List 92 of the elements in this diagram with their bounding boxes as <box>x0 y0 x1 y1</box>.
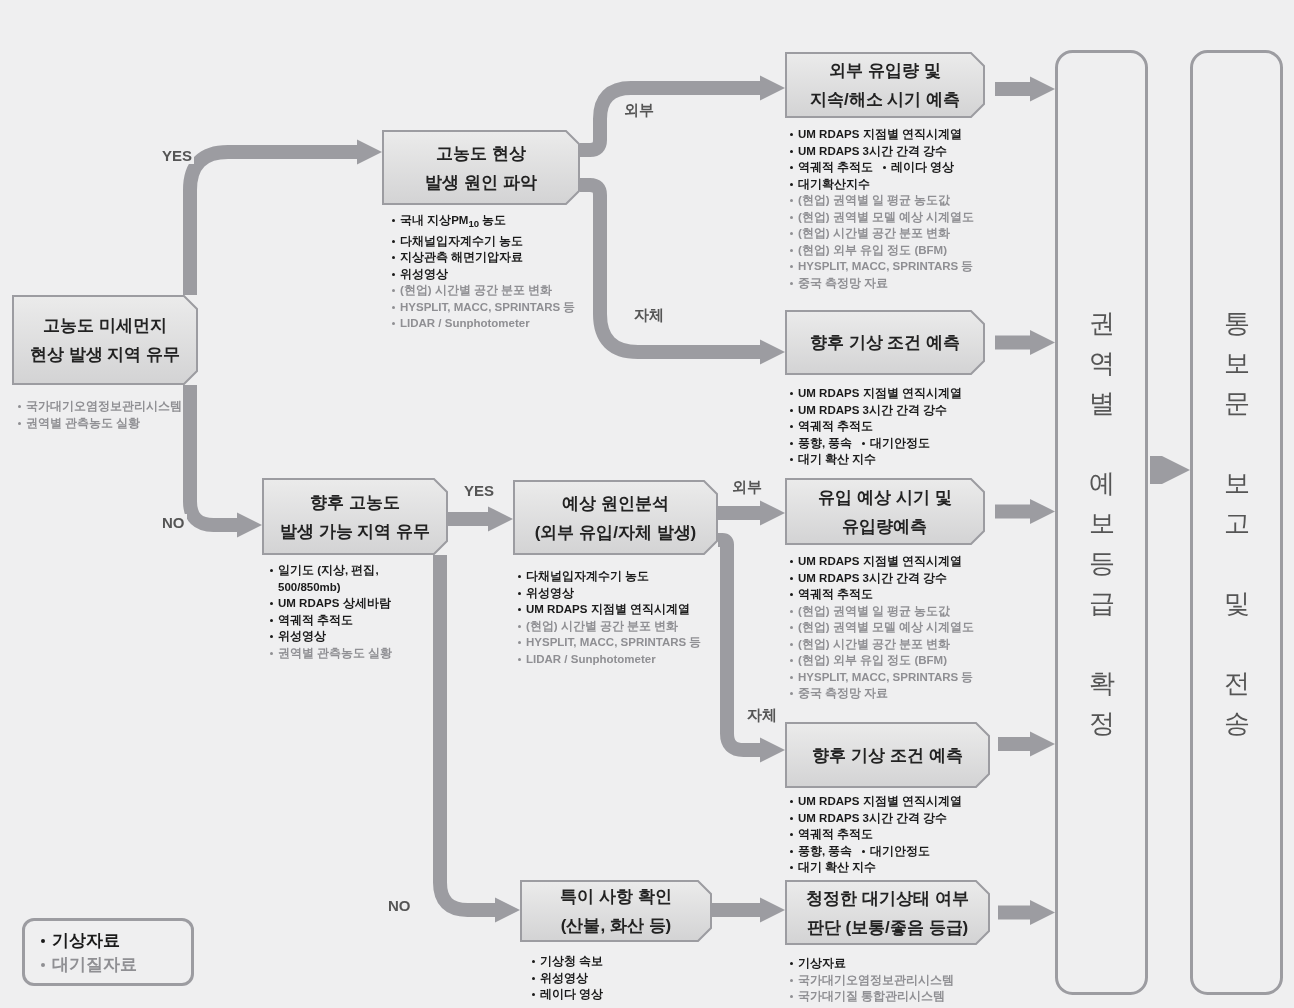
list-item: 위성영상 <box>392 265 448 283</box>
list-item: 위성영상 <box>532 969 588 986</box>
list-item: 다채널입자계수기 농도 <box>392 232 524 250</box>
list-item: (현업) 권역별 모델 예상 시계열도 <box>790 619 975 636</box>
list-item: 대기 확산 지수 <box>790 451 877 468</box>
list-item: 대기확산지수 <box>790 175 870 192</box>
process-box: 예상 원인분석 (외부 유입/자체 발생) <box>513 480 718 555</box>
list-item: 대기안정도 <box>862 842 931 859</box>
process-box: 특이 사항 확인 (산불, 화산 등) <box>520 880 712 942</box>
list-item: UM RDAPS 3시간 간격 강수 <box>790 401 948 418</box>
stage-panel: 통보문 보고 및 전송 <box>1190 50 1283 995</box>
list-item: 위성영상 <box>270 628 326 645</box>
list-item: UM RDAPS 지점별 연직시계열 <box>790 385 962 402</box>
list-item: 권역별 관측농도 실황 <box>18 414 141 431</box>
process-box: 향후 기상 조건 예측 <box>785 722 990 788</box>
list-item: LIDAR / Sunphotometer <box>392 315 530 332</box>
list-item: (현업) 권역별 일 평균 농도값 <box>790 192 951 209</box>
list-item: (현업) 시간별 공간 분포 변화 <box>790 225 951 242</box>
list-item: 국가대기질 통합관리시스템 <box>790 988 946 1005</box>
list-item: HYSPLIT, MACC, SPRINTARS 등 <box>392 298 576 316</box>
list-item: UM RDAPS 지점별 연직시계열 <box>518 601 690 618</box>
list-item: HYSPLIT, MACC, SPRINTARS 등 <box>790 258 974 275</box>
arrow <box>715 533 786 763</box>
list-item: (현업) 외부 유입 정도 (BFM) <box>790 652 947 669</box>
list-item: LIDAR / Sunphotometer <box>518 650 656 667</box>
list-item: (현업) 시간별 공간 분포 변화 <box>790 635 951 652</box>
list-item: 대기안정도 <box>862 434 931 451</box>
arrow <box>995 76 1056 102</box>
list-item: 레이다 영상 <box>883 159 955 176</box>
list-item: (현업) 권역별 일 평균 농도값 <box>790 602 951 619</box>
list-item: UM RDAPS 상세바람 <box>270 595 391 612</box>
stage-panel: 권역별 예보등급 확정 <box>1055 50 1148 995</box>
list-item: UM RDAPS 지점별 연직시계열 <box>790 793 962 810</box>
list-item: UM RDAPS 지점별 연직시계열 <box>790 553 962 570</box>
arrow <box>183 139 383 295</box>
process-box: 향후 고농도 발생 가능 지역 유무 <box>262 478 448 555</box>
list-item: UM RDAPS 3시간 간격 강수 <box>790 569 948 586</box>
list-item: (현업) 시간별 공간 분포 변화 <box>518 617 679 634</box>
list-item: 기상청 속보 <box>532 953 604 970</box>
arrow <box>995 498 1056 525</box>
list-item: 권역별 관측농도 실황 <box>270 644 393 661</box>
list-item: 대기 확산 지수 <box>790 859 877 876</box>
legend-text: 기상자료 <box>52 930 120 952</box>
arrow <box>580 178 786 365</box>
edge-label: NO <box>160 514 187 531</box>
list-item: (현업) 시간별 공간 분포 변화 <box>392 282 553 299</box>
list-item: 풍향, 풍속 <box>790 434 853 451</box>
edge-label: 외부 <box>622 101 656 120</box>
list-item: 중국 측정망 자료 <box>790 685 889 702</box>
list-item: UM RDAPS 3시간 간격 강수 <box>790 142 948 159</box>
list-item: 지상관측 해면기압자료 <box>392 249 524 266</box>
list-item: 레이다 영상 <box>532 986 604 1003</box>
list-item: 역궤적 추적도 <box>790 418 874 435</box>
process-box: 고농도 미세먼지 현상 발생 지역 유무 <box>12 295 198 385</box>
list-item: 기상자료 <box>790 955 846 972</box>
list-item: 국내 지상PM$_{10}$ 농도 <box>392 212 507 233</box>
edge-label: 외부 <box>730 478 764 497</box>
list-item: (현업) 권역별 모델 예상 시계열도 <box>790 208 975 225</box>
list-item: (현업) 외부 유입 정도 (BFM) <box>790 241 947 258</box>
edge-label: 자체 <box>745 706 779 725</box>
edge-label: 자체 <box>632 306 666 325</box>
process-box: 청정한 대기상태 여부 판단 (보통/좋음 등급) <box>785 880 990 945</box>
arrow <box>183 385 263 538</box>
legend-text: 대기질자료 <box>52 954 137 976</box>
list-item: 일기도 (지상, 편집, 500/850mb) <box>270 562 435 595</box>
list-item: 역궤적 추적도 <box>790 586 874 603</box>
list-item: 국가대기오염정보관리시스템 <box>18 398 182 415</box>
process-box: 유입 예상 시기 및 유입량예측 <box>785 478 985 545</box>
arrow <box>718 500 786 526</box>
list-item: 풍향, 풍속 <box>790 842 853 859</box>
list-item: 역궤적 추적도 <box>270 611 354 628</box>
arrow <box>998 899 1056 926</box>
process-box: 외부 유입량 및 지속/해소 시기 예측 <box>785 52 985 118</box>
list-item: UM RDAPS 3시간 간격 강수 <box>790 809 948 826</box>
list-item: 역궤적 추적도 <box>790 159 874 176</box>
arrow <box>433 555 521 923</box>
list-item: HYSPLIT, MACC, SPRINTARS 등 <box>790 668 974 685</box>
list-item: HYSPLIT, MACC, SPRINTARS 등 <box>518 634 702 651</box>
arrow <box>995 329 1056 356</box>
arrow <box>1150 456 1190 484</box>
process-box: 향후 기상 조건 예측 <box>785 310 985 375</box>
process-box: 고농도 현상 발생 원인 파악 <box>382 130 580 205</box>
list-item: 국가대기오염정보관리시스템 <box>790 971 954 988</box>
list-item: UM RDAPS 지점별 연직시계열 <box>790 126 962 143</box>
list-item: 중국 측정망 자료 <box>790 274 889 291</box>
arrow <box>448 506 514 532</box>
list-item: 역궤적 추적도 <box>790 826 874 843</box>
list-item: 다채널입자계수기 농도 <box>518 568 650 585</box>
list-item: 위성영상 <box>518 584 574 601</box>
arrow <box>580 75 786 157</box>
arrow <box>998 731 1056 757</box>
arrow <box>712 897 786 923</box>
